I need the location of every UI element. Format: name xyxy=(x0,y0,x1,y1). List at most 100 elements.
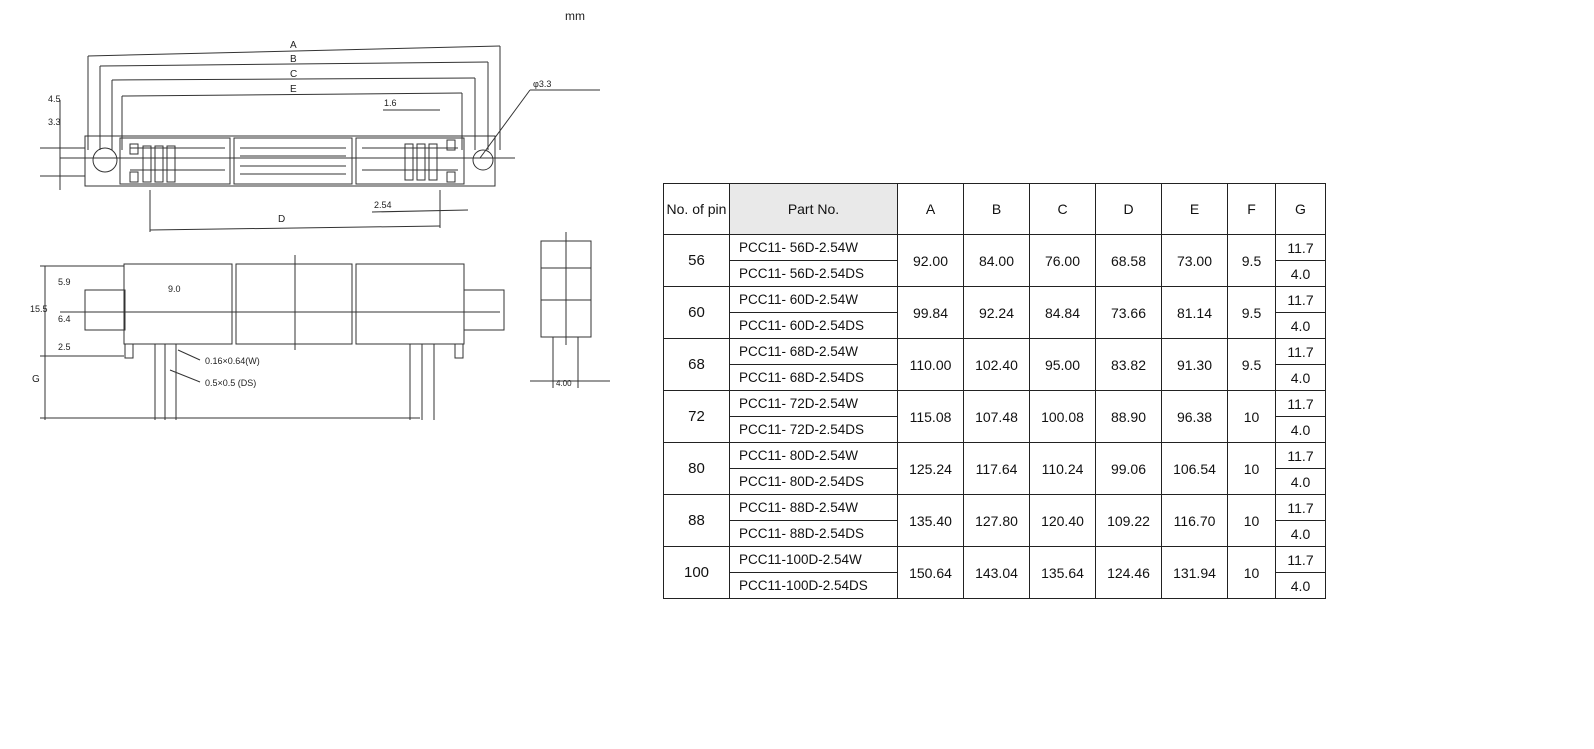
unit-label: mm xyxy=(565,9,585,23)
cell-d: 88.90 xyxy=(1095,390,1162,443)
table-row: 56 PCC11- 56D-2.54W 92.00 84.00 76.00 68… xyxy=(663,234,1326,287)
cell-d: 73.66 xyxy=(1095,286,1162,339)
dim-label-b: B xyxy=(290,54,297,65)
cell-part-w: PCC11- 68D-2.54W xyxy=(729,338,898,365)
header-part-no: Part No. xyxy=(729,183,898,235)
cell-g-w: 11.7 xyxy=(1275,286,1326,313)
cell-f: 10 xyxy=(1227,546,1276,599)
cell-a: 125.24 xyxy=(897,442,964,495)
cell-a: 110.00 xyxy=(897,338,964,391)
cell-part-w: PCC11-100D-2.54W xyxy=(729,546,898,573)
cell-part-ds: PCC11- 80D-2.54DS xyxy=(729,468,898,495)
table-row: PCC11- 72D-2.54DS 4.0 xyxy=(664,416,1326,443)
cell-part-ds: PCC11-100D-2.54DS xyxy=(729,572,898,599)
cell-c: 120.40 xyxy=(1029,494,1096,547)
top-view-labels: A B C E D 1.6 2.54 φ3.3 4.5 3.3 xyxy=(48,40,551,225)
cell-b: 143.04 xyxy=(963,546,1030,599)
cell-c: 76.00 xyxy=(1029,234,1096,287)
dim-label-3-3: 3.3 xyxy=(48,117,61,127)
cell-g-ds: 4.0 xyxy=(1275,364,1326,391)
cell-part-ds: PCC11- 88D-2.54DS xyxy=(729,520,898,547)
cell-pin: 60 xyxy=(663,286,730,339)
cell-part-ds: PCC11- 56D-2.54DS xyxy=(729,260,898,287)
cell-part-w: PCC11- 72D-2.54W xyxy=(729,390,898,417)
cell-g-ds: 4.0 xyxy=(1275,520,1326,547)
cell-f: 9.5 xyxy=(1227,286,1276,339)
dim-label-d: D xyxy=(278,214,285,225)
dim-label-a: A xyxy=(290,40,297,51)
table-row: 72 PCC11- 72D-2.54W 115.08 107.48 100.08… xyxy=(663,390,1326,443)
table-row: PCC11- 68D-2.54DS 4.0 xyxy=(664,364,1326,391)
cell-g-w: 11.7 xyxy=(1275,234,1326,261)
cell-b: 127.80 xyxy=(963,494,1030,547)
table-row: 100 PCC11-100D-2.54W 150.64 143.04 135.6… xyxy=(663,546,1326,599)
cell-c: 84.84 xyxy=(1029,286,1096,339)
table-row: 88 PCC11- 88D-2.54W 135.40 127.80 120.40… xyxy=(663,494,1326,547)
dim-label-5-9: 5.9 xyxy=(58,277,71,287)
header-c: C xyxy=(1029,183,1096,235)
dim-label-4-5: 4.5 xyxy=(48,94,61,104)
cell-g-w: 11.7 xyxy=(1275,338,1326,365)
dim-label-c: C xyxy=(290,69,297,80)
cell-c: 110.24 xyxy=(1029,442,1096,495)
cell-f: 10 xyxy=(1227,494,1276,547)
cell-d: 124.46 xyxy=(1095,546,1162,599)
table-row: 68 PCC11- 68D-2.54W 110.00 102.40 95.00 … xyxy=(663,338,1326,391)
cell-a: 135.40 xyxy=(897,494,964,547)
top-view xyxy=(40,45,600,232)
cell-d: 99.06 xyxy=(1095,442,1162,495)
header-e: E xyxy=(1161,183,1228,235)
cell-part-w: PCC11- 60D-2.54W xyxy=(729,286,898,313)
cell-b: 102.40 xyxy=(963,338,1030,391)
cell-pin: 72 xyxy=(663,390,730,443)
header-d: D xyxy=(1095,183,1162,235)
connector-technical-drawing: A B C E D 1.6 2.54 φ3.3 4.5 3.3 15.5 5.9… xyxy=(30,40,610,420)
header-no-of-pin: No. of pin xyxy=(663,183,730,235)
cell-part-ds: PCC11- 60D-2.54DS xyxy=(729,312,898,339)
cell-e: 106.54 xyxy=(1161,442,1228,495)
table-row: PCC11- 56D-2.54DS 4.0 xyxy=(664,260,1326,287)
cell-g-ds: 4.0 xyxy=(1275,572,1326,599)
table-header-row: No. of pin Part No. A B C D E F G xyxy=(663,183,1326,235)
cell-a: 99.84 xyxy=(897,286,964,339)
dim-label-2-5: 2.5 xyxy=(58,342,71,352)
pin-size-w: 0.16×0.64(W) xyxy=(205,356,260,366)
cell-g-w: 11.7 xyxy=(1275,390,1326,417)
table-row: PCC11-100D-2.54DS 4.0 xyxy=(664,572,1326,599)
specification-table: No. of pin Part No. A B C D E F G 56 PCC… xyxy=(663,183,1326,599)
cell-c: 100.08 xyxy=(1029,390,1096,443)
dim-label-hole: φ3.3 xyxy=(533,79,551,89)
cell-pin: 100 xyxy=(663,546,730,599)
header-f: F xyxy=(1227,183,1276,235)
cell-e: 116.70 xyxy=(1161,494,1228,547)
header-b: B xyxy=(963,183,1030,235)
cell-part-ds: PCC11- 68D-2.54DS xyxy=(729,364,898,391)
cell-e: 131.94 xyxy=(1161,546,1228,599)
table-row: 80 PCC11- 80D-2.54W 125.24 117.64 110.24… xyxy=(663,442,1326,495)
pin-size-ds: 0.5×0.5 (DS) xyxy=(205,378,256,388)
cell-b: 84.00 xyxy=(963,234,1030,287)
cell-pin: 56 xyxy=(663,234,730,287)
dim-label-pitch: 2.54 xyxy=(374,200,392,210)
cell-a: 115.08 xyxy=(897,390,964,443)
side-view xyxy=(530,232,610,388)
cell-g-ds: 4.0 xyxy=(1275,260,1326,287)
table-row: PCC11- 60D-2.54DS 4.0 xyxy=(664,312,1326,339)
cell-g-ds: 4.0 xyxy=(1275,312,1326,339)
cell-f: 9.5 xyxy=(1227,234,1276,287)
cell-e: 91.30 xyxy=(1161,338,1228,391)
cell-a: 92.00 xyxy=(897,234,964,287)
dim-label-1-6: 1.6 xyxy=(384,98,397,108)
cell-g-w: 11.7 xyxy=(1275,442,1326,469)
cell-g-ds: 4.0 xyxy=(1275,416,1326,443)
table-body: 56 PCC11- 56D-2.54W 92.00 84.00 76.00 68… xyxy=(663,234,1326,599)
dim-label-4-00: 4.00 xyxy=(556,379,572,388)
cell-d: 109.22 xyxy=(1095,494,1162,547)
table-row: 60 PCC11- 60D-2.54W 99.84 92.24 84.84 73… xyxy=(663,286,1326,339)
cell-pin: 80 xyxy=(663,442,730,495)
cell-d: 83.82 xyxy=(1095,338,1162,391)
cell-c: 135.64 xyxy=(1029,546,1096,599)
dim-label-e: E xyxy=(290,84,297,95)
cell-part-w: PCC11- 56D-2.54W xyxy=(729,234,898,261)
table-row: PCC11- 80D-2.54DS 4.0 xyxy=(664,468,1326,495)
